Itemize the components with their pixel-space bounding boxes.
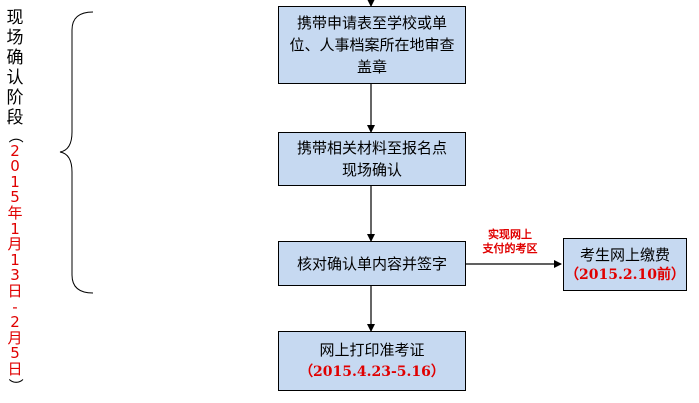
- edge-label-line2: 支付的考区: [482, 242, 538, 255]
- step4-date: （2015.4.23-5.16）: [299, 364, 445, 380]
- payment-box: 考生网上缴费 （2015.2.10前）: [563, 238, 687, 291]
- edge-label-line1: 实现网上: [488, 228, 532, 241]
- stage-date-char: -: [12, 297, 18, 316]
- stage-title-char: 认: [6, 68, 24, 88]
- stage-dates-open-paren: （: [6, 128, 25, 144]
- stage-date-char: 1: [10, 219, 20, 238]
- step3-text: 核对确认单内容并签字: [296, 254, 447, 273]
- stage-date-char: 年: [7, 203, 23, 222]
- stage-date-char: 5: [10, 344, 20, 363]
- stage-date-char: 月: [7, 235, 23, 254]
- stage-date-char: 1: [10, 172, 20, 191]
- stage-date-char: 5: [10, 188, 20, 207]
- step2-box: 携带相关材料至报名点现场确认: [278, 132, 466, 186]
- stage-title-char: 段: [6, 108, 24, 128]
- stage-date-char: 月: [7, 328, 23, 347]
- step4-box: 网上打印准考证 （2015.4.23-5.16）: [278, 331, 466, 391]
- stage-brace: [59, 11, 94, 294]
- stage-date-char: 日: [7, 359, 23, 378]
- stage-dates-close-paren: ）: [6, 377, 25, 393]
- stage-title-char: 确: [6, 48, 24, 68]
- stage-date-char: 1: [10, 250, 20, 269]
- stage-date-char: 0: [10, 157, 20, 176]
- step1-box: 携带申请表至学校或单位、人事档案所在地审查盖章: [278, 6, 466, 84]
- stage-date-char: 2: [10, 141, 20, 160]
- stage-title-char: 现: [6, 8, 24, 28]
- step3-box: 核对确认单内容并签字: [278, 241, 466, 286]
- payment-edge-label: 实现网上 支付的考区: [464, 228, 556, 256]
- stage-title-char: 阶: [6, 88, 24, 108]
- stage-date-char: 日: [7, 281, 23, 300]
- stage-title: 现 场 确 认 阶 段: [4, 8, 26, 128]
- stage-date-char: 2: [10, 313, 20, 332]
- stage-dates: （ 2 0 1 5 年 1 月 1 3 日 - 2 月 5 日 ）: [4, 128, 26, 393]
- step4-text: 网上打印准考证: [319, 341, 425, 359]
- stage-title-char: 场: [6, 28, 24, 48]
- stage-date-char: 3: [10, 266, 20, 285]
- step2-text: 携带相关材料至报名点现场确认: [297, 139, 448, 179]
- payment-text: 考生网上缴费: [579, 245, 670, 264]
- payment-date: （2015.2.10前）: [565, 266, 685, 283]
- step1-text: 携带申请表至学校或单位、人事档案所在地审查盖章: [289, 14, 455, 76]
